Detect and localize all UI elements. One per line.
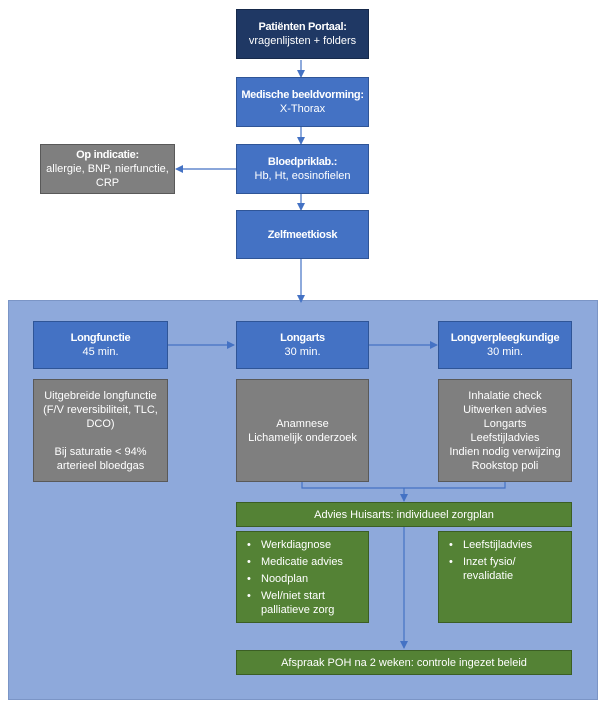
list-item: Inzet fysio/ revalidatie <box>447 555 563 583</box>
verpleeg-details: Inhalatie check Uitwerken advies Longart… <box>438 379 572 482</box>
kiosk-box: Zelfmeetkiosk <box>236 210 369 259</box>
advies-list-left: Werkdiagnose Medicatie advies Noodplan W… <box>236 531 369 623</box>
detail-line: Lichamelijk onderzoek <box>248 431 357 444</box>
detail-line: Longarts <box>483 417 527 430</box>
verpleeg-title: Longverpleegkundige <box>450 332 560 344</box>
detail-line: DCO) <box>86 417 115 430</box>
list-item: Noodplan <box>245 572 360 586</box>
indication-line-2: CRP <box>95 177 120 189</box>
longfunctie-duration: 45 min. <box>82 346 119 358</box>
longarts-title: Longarts <box>280 332 325 344</box>
longfunctie-title: Longfunctie <box>70 332 131 344</box>
longfunctie-details: Uitgebreide longfunctie (F/V reversibili… <box>33 379 168 482</box>
longarts-details: Anamnese Lichamelijk onderzoek <box>236 379 369 482</box>
indication-box: Op indicatie: allergie, BNP, nierfunctie… <box>40 144 175 194</box>
blood-box: Bloedpriklab.: Hb, Ht, eosinofielen <box>236 144 369 194</box>
detail-line: Anamnese <box>276 417 329 430</box>
advies-list-right: Leefstijladvies Inzet fysio/ revalidatie <box>438 531 572 623</box>
list-item: Leefstijladvies <box>447 538 563 552</box>
verpleeg-box: Longverpleegkundige 30 min. <box>438 321 572 369</box>
indication-title: Op indicatie: <box>76 149 139 161</box>
advies-title: Advies Huisarts: individueel zorgplan <box>314 508 494 521</box>
imaging-title: Medische beeldvorming: <box>241 89 364 101</box>
list-item: Wel/niet start palliatieve zorg <box>245 589 360 617</box>
detail-line: Uitgebreide longfunctie <box>44 389 157 402</box>
detail-line: (F/V reversibiliteit, TLC, <box>43 403 158 416</box>
detail-line: Uitwerken advies <box>463 403 547 416</box>
afspraak-box: Afspraak POH na 2 weken: controle ingeze… <box>236 650 572 675</box>
detail-line: Rookstop poli <box>471 459 539 472</box>
detail-line: Leefstijladvies <box>470 431 540 444</box>
portal-title: Patiënten Portaal: <box>258 21 347 33</box>
kiosk-title: Zelfmeetkiosk <box>267 228 338 241</box>
list-item: Medicatie advies <box>245 555 360 569</box>
detail-line: arterieel bloedgas <box>56 459 145 472</box>
verpleeg-duration: 30 min. <box>486 346 524 358</box>
indication-line-1: allergie, BNP, nierfunctie, <box>46 163 169 175</box>
longarts-box: Longarts 30 min. <box>236 321 369 369</box>
detail-line: Bij saturatie < 94% <box>54 445 147 458</box>
blood-line: Hb, Ht, eosinofielen <box>254 170 351 182</box>
detail-line: Indien nodig verwijzing <box>449 445 561 458</box>
blood-title: Bloedpriklab.: <box>267 156 338 168</box>
imaging-box: Medische beeldvorming: X-Thorax <box>236 77 369 127</box>
longfunctie-box: Longfunctie 45 min. <box>33 321 168 369</box>
imaging-line: X-Thorax <box>279 103 326 115</box>
advies-box: Advies Huisarts: individueel zorgplan <box>236 502 572 527</box>
detail-line: Inhalatie check <box>468 389 542 402</box>
longarts-duration: 30 min. <box>284 346 321 358</box>
afspraak-title: Afspraak POH na 2 weken: controle ingeze… <box>281 656 527 669</box>
portal-box: Patiënten Portaal: vragenlijsten + folde… <box>236 9 369 59</box>
list-item: Werkdiagnose <box>245 538 360 552</box>
portal-line: vragenlijsten + folders <box>248 35 357 47</box>
